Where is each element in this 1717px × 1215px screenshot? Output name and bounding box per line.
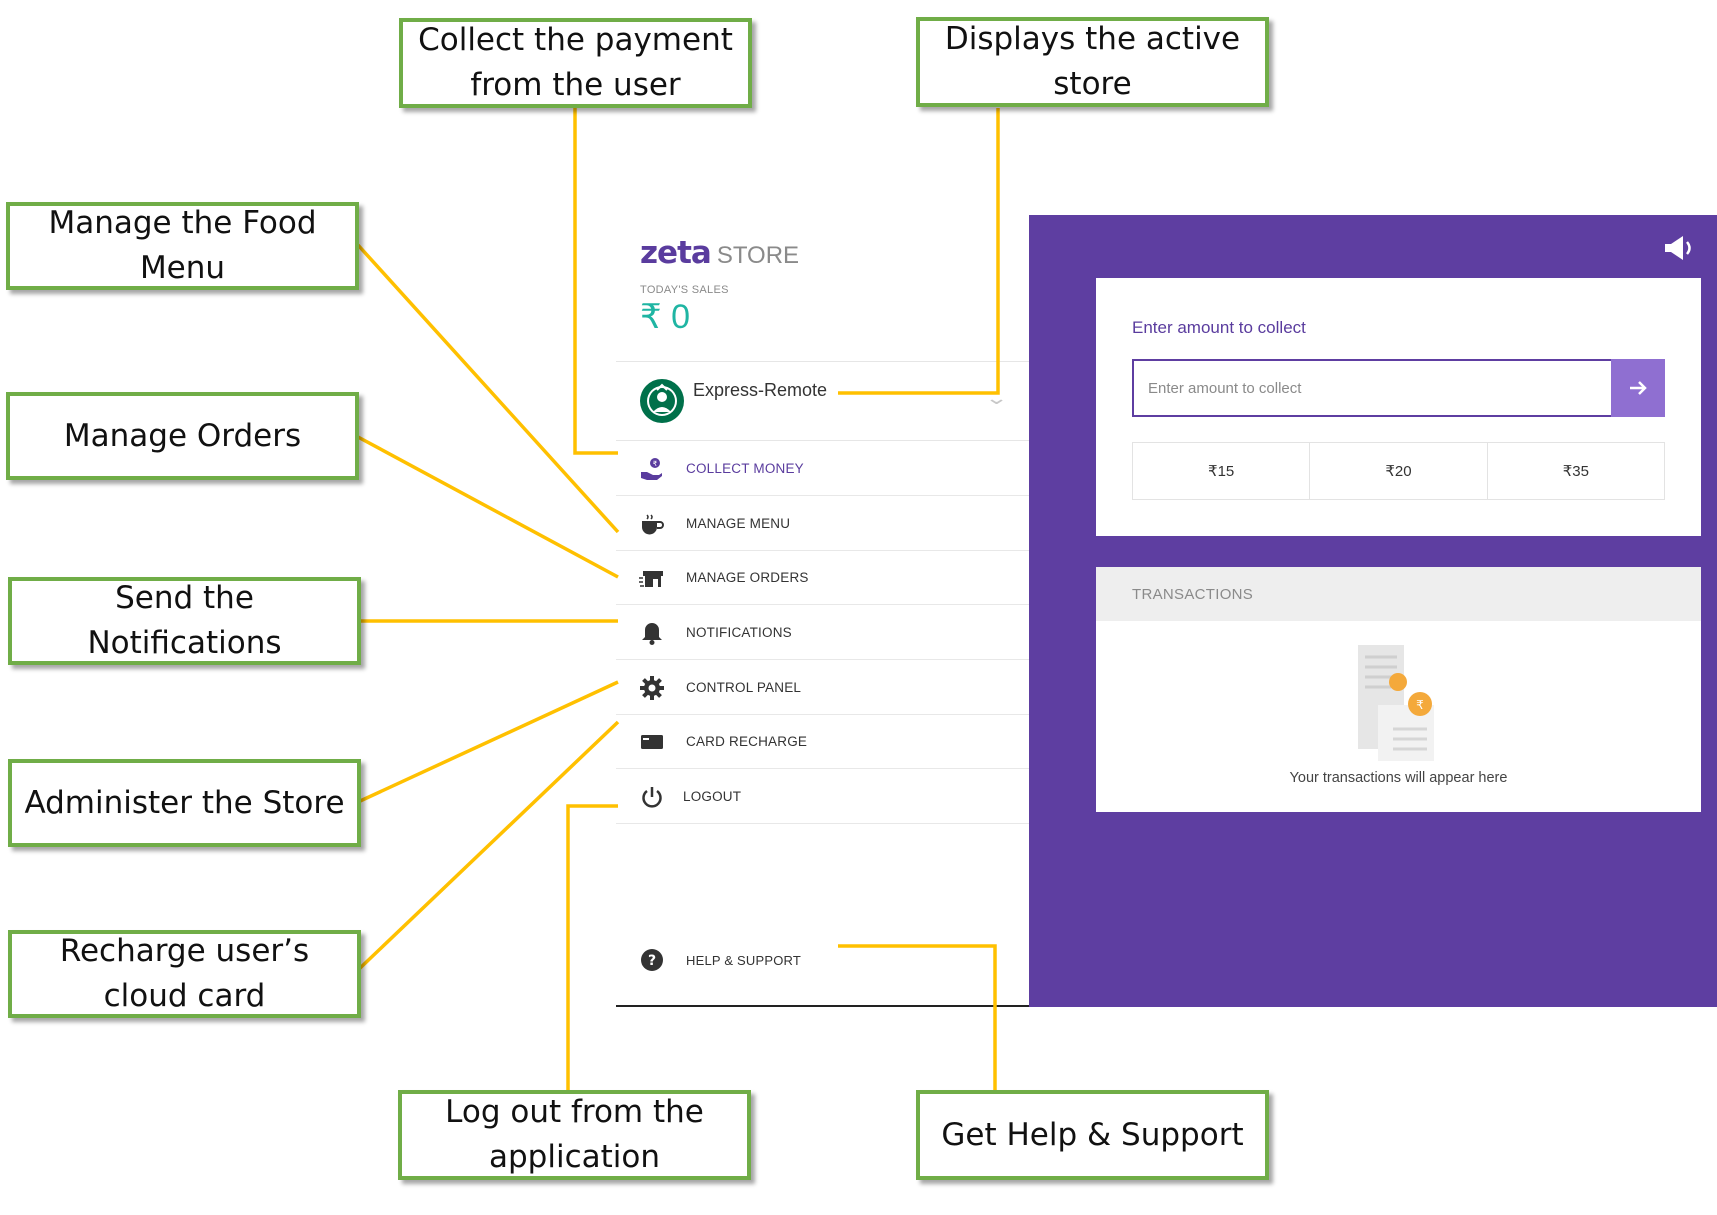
power-icon [638,783,666,811]
callout-recharge: Recharge user’s cloud card [8,930,361,1018]
callout-active-store: Displays the active store [916,17,1269,107]
nav-label: NOTIFICATIONS [686,625,792,640]
card-icon [638,728,666,756]
svg-text:₹: ₹ [1416,698,1424,712]
receipt-illustration-icon: ₹ [1358,645,1434,761]
arrow-right-icon [1630,381,1647,395]
hand-coin-icon: ₹ [638,455,666,483]
callout-collect-payment: Collect the payment from the user [399,18,752,108]
callout-logout: Log out from the application [398,1090,751,1180]
gear-icon [638,674,666,702]
quick-amount-button[interactable]: ₹20 [1310,443,1488,499]
leader-food-menu [356,243,620,534]
help-icon: ? [638,946,666,974]
todays-sales-value: ₹ 0 [640,298,690,336]
nav-label: MANAGE MENU [686,516,791,531]
quick-amounts: ₹15 ₹20 ₹35 [1132,442,1665,500]
quick-amount-button[interactable]: ₹35 [1562,463,1589,480]
nav-collect-money[interactable]: ₹ COLLECT MONEY [616,442,1030,496]
nav-label: MANAGE ORDERS [686,570,809,585]
callout-food-menu: Manage the Food Menu [6,202,359,290]
app-sidebar: zeta STORE TODAY'S SALES ₹ 0 Express-Rem… [616,215,1030,1007]
callout-administer: Administer the Store [8,759,361,847]
nav-manage-orders[interactable]: MANAGE ORDERS [616,551,1030,605]
nav-label: LOGOUT [683,789,742,804]
quick-amount-button[interactable]: ₹15 [1133,443,1311,499]
collect-title: Enter amount to collect [1132,318,1306,337]
main-panel: Enter amount to collect ₹15 ₹20 ₹35 TRAN… [1029,215,1717,1007]
leader-administer [357,680,619,804]
callout-notifications: Send the Notifications [8,577,361,665]
nav-label: HELP & SUPPORT [686,952,802,968]
submit-amount-button[interactable] [1611,359,1665,417]
brand-logo: zeta STORE [640,235,799,271]
transactions-header: TRANSACTIONS [1096,567,1701,621]
nav-card-recharge[interactable]: CARD RECHARGE [616,715,1030,769]
nav-label: CARD RECHARGE [686,734,808,749]
megaphone-icon[interactable] [1661,233,1697,263]
chevron-down-icon[interactable]: ⌄ [984,388,1009,408]
leader-recharge [356,720,620,972]
transactions-empty-text: Your transactions will appear here [1289,770,1508,786]
nav-label: COLLECT MONEY [686,461,804,476]
leader-logout [566,804,618,1092]
cup-icon [638,510,666,538]
brand-sub: STORE [716,242,800,269]
starbucks-logo-icon [640,379,684,423]
transactions-card: TRANSACTIONS ₹ Your transactions will ap… [1096,567,1701,812]
bell-icon [638,619,666,647]
callout-orders: Manage Orders [6,392,359,480]
svg-text:₹: ₹ [653,460,658,468]
active-store-selector[interactable]: Express-Remote ⌄ [616,361,1030,441]
nav-label: CONTROL PANEL [686,680,802,695]
store-orders-icon [638,564,666,592]
nav-logout[interactable]: LOGOUT [616,770,1030,824]
brand-word: zeta [640,235,712,271]
store-name: Express-Remote [693,379,828,400]
leader-collect-payment [573,108,618,455]
svg-text:?: ? [648,953,656,969]
nav-notifications[interactable]: NOTIFICATIONS [616,606,1030,660]
nav-control-panel[interactable]: CONTROL PANEL [616,661,1030,715]
collect-money-card: Enter amount to collect ₹15 ₹20 ₹35 [1096,278,1701,536]
todays-sales-label: TODAY'S SALES [640,284,729,296]
leader-orders [357,435,619,579]
nav-help-support[interactable]: ? HELP & SUPPORT [616,933,1030,987]
nav-manage-menu[interactable]: MANAGE MENU [616,497,1030,551]
callout-help: Get Help & Support [916,1090,1269,1180]
amount-input[interactable] [1132,359,1611,417]
